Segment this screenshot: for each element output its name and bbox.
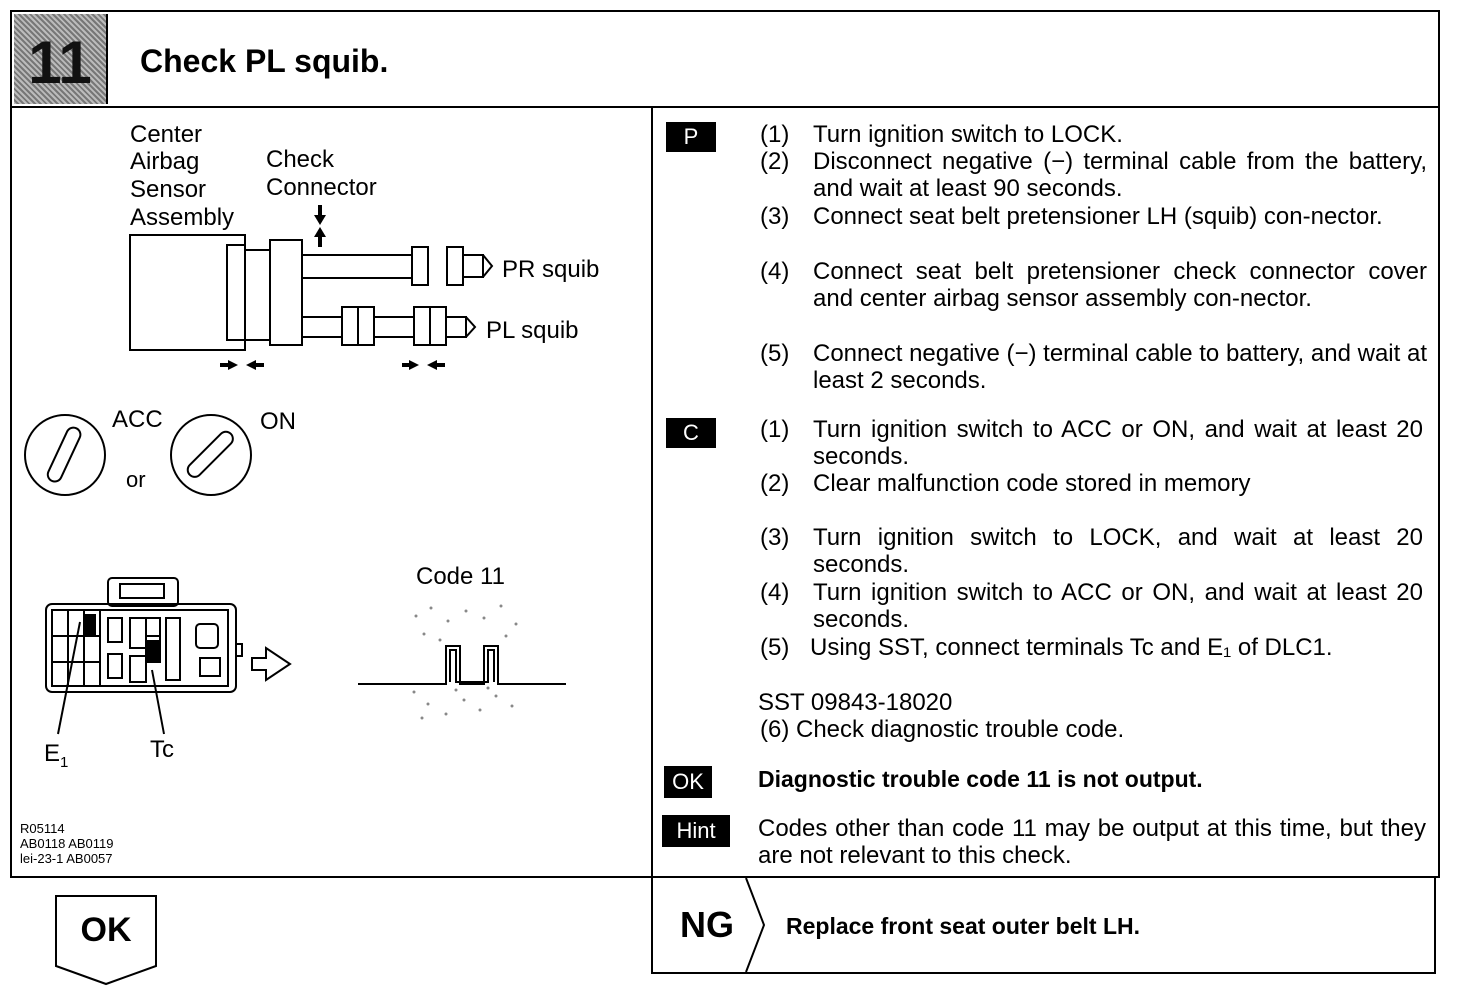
ng-action-text: Replace front seat outer belt LH. bbox=[786, 913, 1141, 939]
ng-chevron bbox=[745, 877, 766, 973]
ng-label: NG bbox=[680, 904, 734, 945]
ignition-switch-on-icon bbox=[170, 414, 252, 496]
c-step-2-text: Clear malfunction code stored in memory bbox=[813, 470, 1251, 497]
c-step-5-num: (5) bbox=[760, 634, 790, 661]
page-title: Check PL squib. bbox=[140, 43, 389, 79]
c-step-6: (6) Check diagnostic trouble code. bbox=[760, 716, 1125, 743]
p-step-2-num: (2) bbox=[760, 148, 790, 175]
c-step-2-num: (2) bbox=[760, 470, 790, 497]
p-step-4-num: (4) bbox=[760, 258, 790, 285]
p-step-2-text: Disconnect negative (−) terminal cable f… bbox=[813, 148, 1427, 202]
label-pr-squib: PR squib bbox=[502, 256, 600, 283]
ok-arrow-box bbox=[55, 895, 157, 986]
p-step-1-num: (1) bbox=[760, 121, 790, 148]
ok-result-label: OK bbox=[80, 911, 132, 949]
label-tc: Tc bbox=[150, 736, 174, 763]
label-on: ON bbox=[260, 408, 296, 435]
c-step-1-num: (1) bbox=[760, 416, 790, 443]
c-step-4-text: Turn ignition switch to ACC or ON, and w… bbox=[813, 579, 1423, 633]
label-center-sensor-3: Sensor bbox=[130, 176, 207, 203]
p-step-3-num: (3) bbox=[760, 203, 790, 230]
label-check-connector-1: Check bbox=[266, 146, 335, 173]
p-step-5-text: Connect negative (−) terminal cable to b… bbox=[813, 340, 1427, 394]
code-11-waveform bbox=[358, 604, 566, 720]
label-or: or bbox=[126, 467, 146, 492]
c-step-4-num: (4) bbox=[760, 579, 790, 606]
dlc1-connector-diagram bbox=[45, 577, 292, 735]
c-step-3-text: Turn ignition switch to LOCK, and wait a… bbox=[813, 524, 1423, 578]
label-pl-squib: PL squib bbox=[486, 317, 579, 344]
label-e1-subscript: 1 bbox=[60, 754, 69, 771]
c-tag: C bbox=[666, 418, 716, 448]
hint-text: Codes other than code 11 may be output a… bbox=[758, 815, 1426, 869]
label-center-sensor-1: Center bbox=[130, 121, 203, 148]
ref-code-1: R05114 bbox=[20, 821, 65, 836]
wiring-diagram bbox=[129, 205, 494, 370]
p-step-5-num: (5) bbox=[760, 340, 790, 367]
hint-tag: Hint bbox=[662, 815, 730, 847]
label-acc: ACC bbox=[112, 406, 163, 433]
c-step-1-text: Turn ignition switch to ACC or ON, and w… bbox=[813, 416, 1423, 470]
p-step-3-text: Connect seat belt pretensioner LH (squib… bbox=[813, 203, 1383, 230]
label-center-sensor-4: Assembly bbox=[130, 204, 235, 231]
ok-result-text: Diagnostic trouble code 11 is not output… bbox=[758, 766, 1203, 792]
p-tag: P bbox=[666, 122, 716, 152]
sst-number: SST 09843-18020 bbox=[758, 689, 953, 716]
label-e1: E1 bbox=[44, 740, 68, 776]
p-step-1-text: Turn ignition switch to LOCK. bbox=[813, 121, 1123, 148]
ref-code-2: AB0118 AB0119 bbox=[20, 836, 114, 851]
c-step-5-text: Using SST, connect terminals Tc and E₁ o… bbox=[810, 634, 1333, 661]
ignition-switch-acc-icon bbox=[24, 414, 106, 496]
step-number: 11 bbox=[28, 29, 92, 96]
step-number-badge: 11 bbox=[14, 14, 108, 104]
c-step-3-num: (3) bbox=[760, 524, 790, 551]
label-e1-text: E bbox=[44, 740, 61, 767]
label-check-connector-2: Connector bbox=[266, 174, 377, 201]
label-code-11: Code 11 bbox=[416, 563, 505, 590]
p-step-4-text: Connect seat belt pretensioner check con… bbox=[813, 258, 1427, 312]
ok-tag: OK bbox=[664, 766, 712, 798]
ng-result-box bbox=[651, 876, 1436, 974]
ref-code-3: lei-23-1 AB0057 bbox=[20, 851, 113, 866]
label-center-sensor-2: Airbag bbox=[130, 148, 200, 175]
